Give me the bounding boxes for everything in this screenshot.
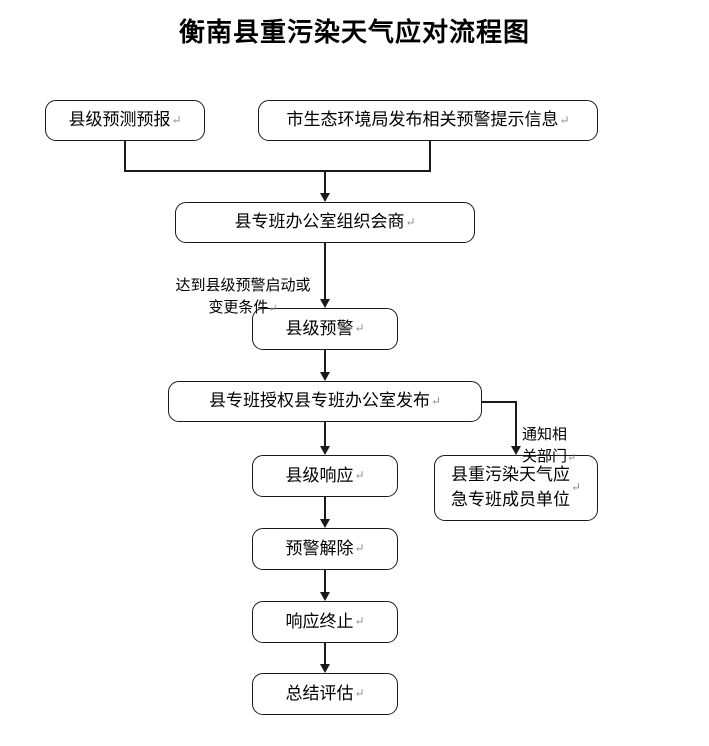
edge-lifted-to-terminated bbox=[324, 570, 326, 592]
node-county-response-label: 县级响应 bbox=[285, 465, 354, 485]
edge-label-notify-departments-text: 通知相 关部门 bbox=[522, 426, 568, 466]
node-county-response[interactable]: 县级响应↵ bbox=[252, 455, 398, 497]
edge-forecast-stub bbox=[124, 141, 126, 171]
node-special-office-consult[interactable]: 县专班办公室组织会商↵ bbox=[175, 202, 475, 243]
arrowhead-to-authorize-release bbox=[319, 372, 330, 381]
arrowhead-to-warning-lifted bbox=[319, 519, 330, 528]
arrowhead-to-consult bbox=[319, 193, 330, 202]
arrowhead-to-county-warning bbox=[319, 299, 330, 308]
node-county-warning-label: 县级预警 bbox=[285, 318, 354, 338]
edge-consult-to-warning bbox=[324, 243, 326, 300]
node-response-terminated[interactable]: 响应终止↵ bbox=[252, 601, 398, 643]
return-mark-icon: ↵ bbox=[570, 480, 582, 495]
edge-merge-bar bbox=[124, 170, 431, 172]
return-mark-icon: ↵ bbox=[559, 112, 570, 127]
page-title: 衡南县重污染天气应对流程图 bbox=[178, 18, 530, 47]
arrowhead-to-member-units bbox=[510, 446, 521, 455]
node-authorize-release[interactable]: 县专班授权县专班办公室发布↵ bbox=[168, 381, 482, 422]
edge-response-to-lifted bbox=[324, 497, 326, 519]
edge-bureau-stub bbox=[429, 141, 431, 171]
node-warning-lifted[interactable]: 预警解除↵ bbox=[252, 528, 398, 570]
edge-terminated-to-summary bbox=[324, 643, 326, 664]
node-member-units[interactable]: 县重污染天气应 急专班成员单位↵ bbox=[434, 455, 598, 521]
node-city-bureau-notice[interactable]: 市生态环境局发布相关预警提示信息↵ bbox=[258, 100, 598, 141]
arrowhead-to-response-terminated bbox=[319, 592, 330, 601]
node-response-terminated-label: 响应终止 bbox=[285, 611, 354, 631]
return-mark-icon: ↵ bbox=[268, 303, 278, 315]
return-mark-icon: ↵ bbox=[354, 468, 365, 483]
node-special-office-consult-label: 县专班办公室组织会商 bbox=[234, 212, 405, 232]
return-mark-icon: ↵ bbox=[354, 541, 365, 556]
arrowhead-to-county-response bbox=[319, 446, 330, 455]
node-city-bureau-notice-label: 市生态环境局发布相关预警提示信息 bbox=[286, 110, 559, 130]
arrowhead-to-summary-assessment bbox=[319, 664, 330, 673]
edge-release-right-stub bbox=[482, 401, 516, 403]
return-mark-icon: ↵ bbox=[405, 214, 416, 229]
return-mark-icon: ↵ bbox=[171, 112, 182, 127]
return-mark-icon: ↵ bbox=[567, 452, 577, 464]
return-mark-icon: ↵ bbox=[354, 321, 365, 336]
return-mark-icon: ↵ bbox=[430, 393, 442, 408]
edge-right-down-to-members bbox=[515, 401, 517, 446]
node-summary-assessment[interactable]: 总结评估↵ bbox=[252, 673, 398, 715]
node-county-forecast[interactable]: 县级预测预报↵ bbox=[45, 100, 205, 141]
return-mark-icon: ↵ bbox=[354, 686, 365, 701]
node-summary-assessment-label: 总结评估 bbox=[285, 683, 354, 703]
node-county-forecast-label: 县级预测预报 bbox=[68, 110, 171, 130]
edge-label-notify-departments: 通知相 关部门↵ bbox=[522, 401, 592, 469]
node-county-warning[interactable]: 县级预警↵ bbox=[252, 308, 398, 350]
edge-label-trigger-condition: 达到县级预警启动或 变更条件↵ bbox=[168, 252, 318, 320]
node-member-units-label: 县重污染天气应 急专班成员单位 bbox=[450, 465, 570, 509]
edge-release-to-response bbox=[324, 422, 326, 447]
return-mark-icon: ↵ bbox=[354, 614, 365, 629]
edge-warning-to-release bbox=[324, 350, 326, 374]
edge-label-trigger-condition-text: 达到县级预警启动或 变更条件 bbox=[175, 277, 311, 317]
node-authorize-release-label: 县专班授权县专班办公室发布 bbox=[208, 391, 430, 411]
node-warning-lifted-label: 预警解除 bbox=[285, 538, 354, 558]
edge-merge-to-consult bbox=[324, 170, 326, 194]
